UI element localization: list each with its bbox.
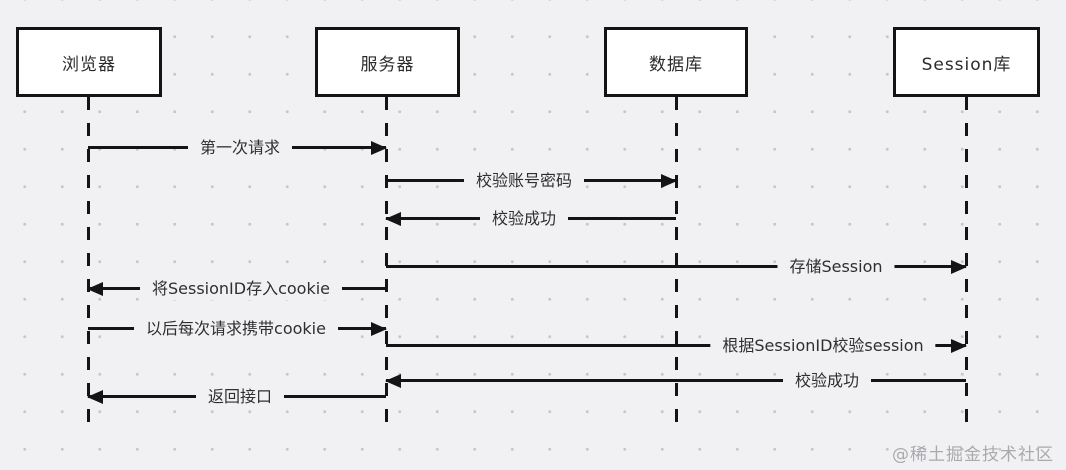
message-label: 校验账号密码 xyxy=(463,169,585,192)
actor-box-browser: 浏览器 xyxy=(16,27,162,97)
message-label: 返回接口 xyxy=(195,385,285,408)
actor-label-server: 服务器 xyxy=(360,54,415,75)
message-verify-credentials: 校验账号密码 xyxy=(386,169,677,192)
actor-label-session-store: Session库 xyxy=(921,54,1012,75)
message-store-session: 存储Session xyxy=(386,255,967,278)
message-request-with-cookie: 以后每次请求携带cookie xyxy=(88,317,387,340)
actor-box-session-store: Session库 xyxy=(893,27,1040,97)
message-return-api: 返回接口 xyxy=(87,385,386,408)
arrowhead-right-icon xyxy=(371,321,387,336)
message-label: 校验成功 xyxy=(782,369,872,392)
message-label: 存储Session xyxy=(777,255,895,278)
message-label: 校验成功 xyxy=(479,207,569,230)
arrowhead-left-icon xyxy=(87,389,103,404)
arrowhead-right-icon xyxy=(371,140,387,155)
message-first-request: 第一次请求 xyxy=(88,136,387,159)
actor-box-database: 数据库 xyxy=(604,27,748,97)
arrowhead-right-icon xyxy=(951,259,967,274)
arrowhead-left-icon xyxy=(385,211,401,226)
message-store-sessionid-cookie: 将SessionID存入cookie xyxy=(87,277,386,300)
lifeline-browser xyxy=(87,97,90,433)
watermark: @稀土掘金技术社区 xyxy=(892,445,1054,465)
actor-label-browser: 浏览器 xyxy=(62,54,116,75)
arrowhead-right-icon xyxy=(661,173,677,188)
message-label: 将SessionID存入cookie xyxy=(139,277,343,300)
arrowhead-right-icon xyxy=(951,338,967,353)
message-verify-success-session: 校验成功 xyxy=(385,369,966,392)
message-label: 根据SessionID校验session xyxy=(710,334,936,357)
message-label: 第一次请求 xyxy=(187,136,293,159)
arrowhead-left-icon xyxy=(385,373,401,388)
message-verify-session-by-id: 根据SessionID校验session xyxy=(386,334,967,357)
message-verify-success-db: 校验成功 xyxy=(385,207,676,230)
actor-label-database: 数据库 xyxy=(649,54,703,75)
actor-box-server: 服务器 xyxy=(315,27,460,97)
message-label: 以后每次请求携带cookie xyxy=(134,317,338,340)
arrowhead-left-icon xyxy=(87,281,103,296)
